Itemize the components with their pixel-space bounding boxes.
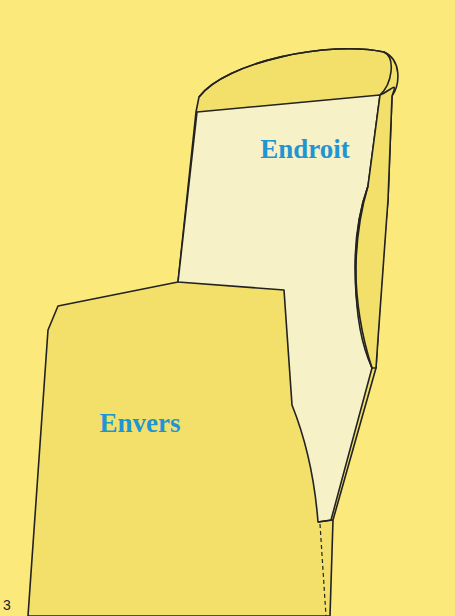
garment-envers <box>28 49 398 616</box>
hem-edge <box>318 520 333 522</box>
side-label: Envers <box>100 410 181 437</box>
side-label: Endroit <box>260 136 350 163</box>
fold-edge <box>356 186 372 368</box>
figure-number: 3 <box>3 598 11 612</box>
top-opening <box>199 49 391 97</box>
garment-endroit <box>178 95 380 522</box>
stitch-line <box>320 524 326 616</box>
folded-hem <box>356 87 395 368</box>
